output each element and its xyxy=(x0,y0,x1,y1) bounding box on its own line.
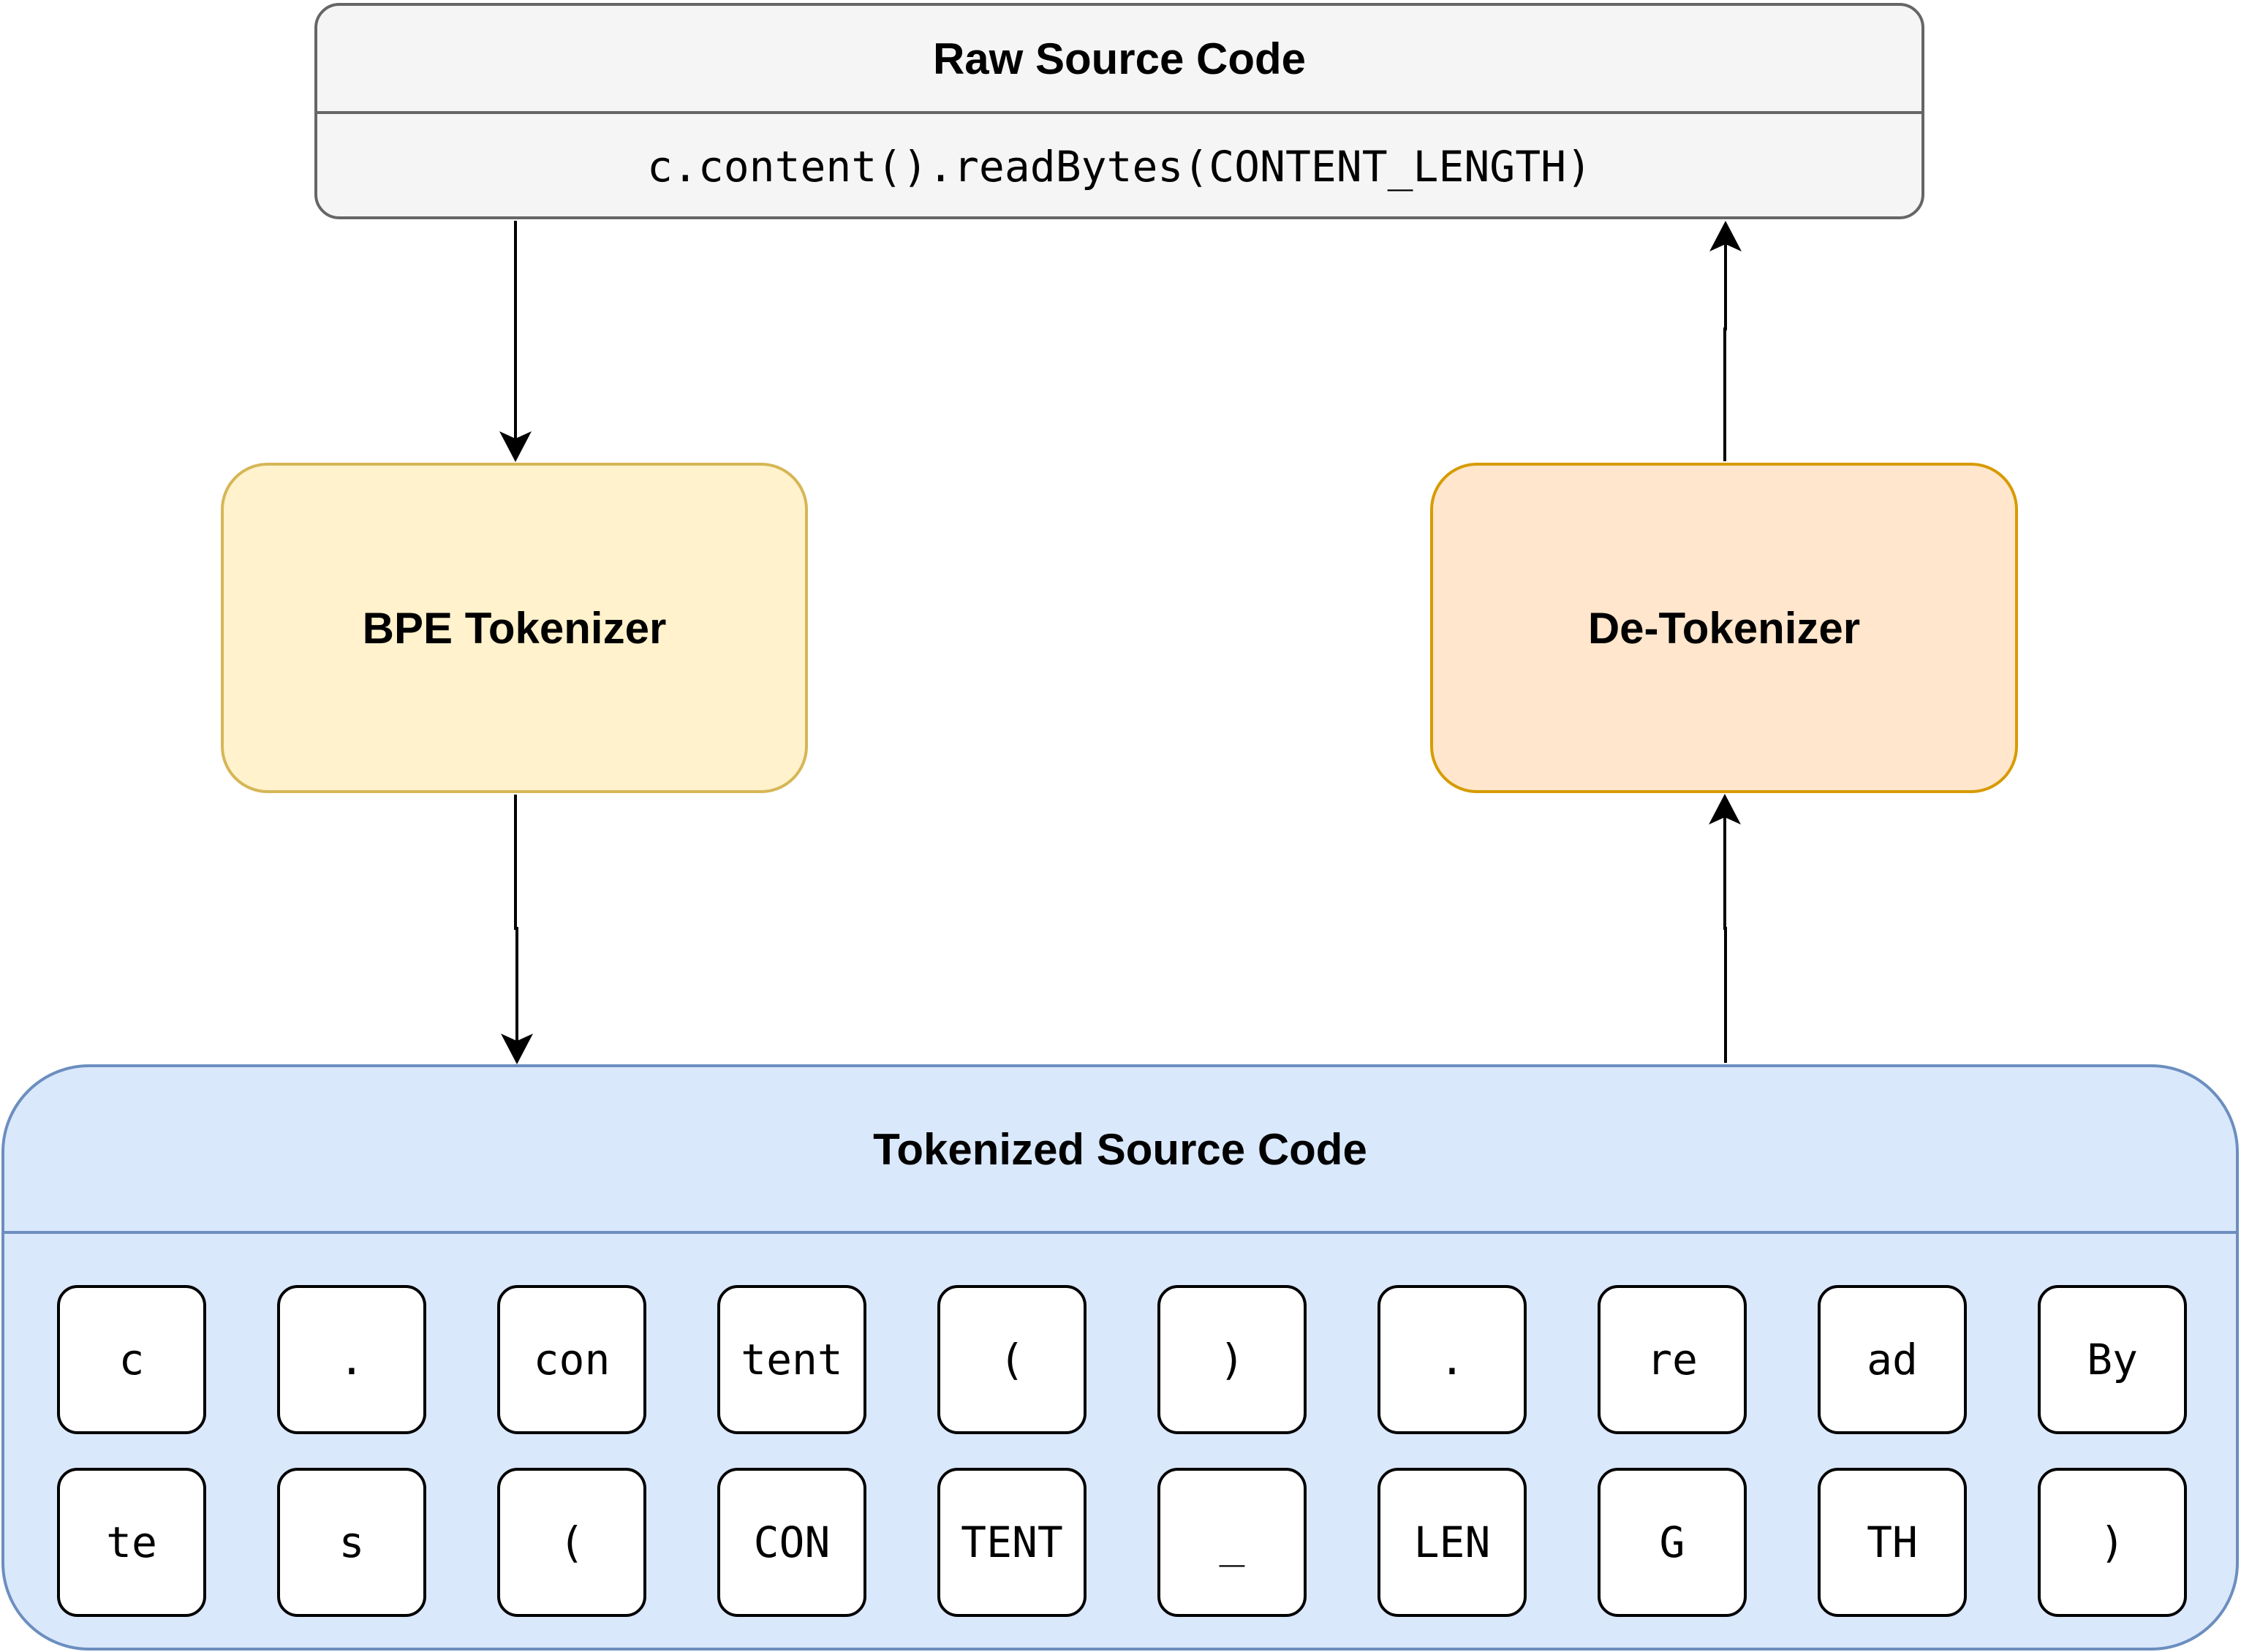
arrow-detokenizer-to-raw xyxy=(1709,221,1742,461)
raw-source-code-title: Raw Source Code xyxy=(317,6,1921,114)
tokenized-source-code-box: Tokenized Source Code c . con tent ( ) .… xyxy=(1,1064,2239,1651)
token-box: G xyxy=(1598,1468,1747,1617)
de-tokenizer-label: De-Tokenizer xyxy=(1587,603,1861,653)
arrow-bpe-to-tokenized xyxy=(501,795,533,1064)
token-box: . xyxy=(1378,1285,1527,1434)
token-box: s xyxy=(277,1468,426,1617)
token-box: _ xyxy=(1157,1468,1307,1617)
token-box: tent xyxy=(717,1285,866,1434)
token-box: c xyxy=(57,1285,206,1434)
bpe-tokenizer-label: BPE Tokenizer xyxy=(362,603,667,653)
tokenized-source-code-title: Tokenized Source Code xyxy=(4,1067,2236,1234)
token-box: ( xyxy=(497,1468,646,1617)
token-box: ad xyxy=(1818,1285,1967,1434)
token-box: te xyxy=(57,1468,206,1617)
token-box: ( xyxy=(937,1285,1087,1434)
token-box: By xyxy=(2038,1285,2187,1434)
bpe-tokenizer-box: BPE Tokenizer xyxy=(221,463,808,793)
token-box: CON xyxy=(717,1468,866,1617)
arrow-tokenized-to-detokenizer xyxy=(1709,794,1741,1063)
de-tokenizer-box: De-Tokenizer xyxy=(1430,463,2018,793)
token-box: con xyxy=(497,1285,646,1434)
token-box: TH xyxy=(1818,1468,1967,1617)
token-box: re xyxy=(1598,1285,1747,1434)
token-box: ) xyxy=(1157,1285,1307,1434)
raw-source-code-box: Raw Source Code c.content().readBytes(CO… xyxy=(314,3,1924,219)
raw-source-code-snippet: c.content().readBytes(CONTENT_LENGTH) xyxy=(646,142,1592,192)
token-box: TENT xyxy=(937,1468,1087,1617)
token-grid: c . con tent ( ) . re ad By te s ( CON T… xyxy=(57,1285,2192,1617)
arrow-raw-to-bpe xyxy=(499,221,532,462)
token-box: LEN xyxy=(1378,1468,1527,1617)
token-box: . xyxy=(277,1285,426,1434)
token-box: ) xyxy=(2038,1468,2187,1617)
